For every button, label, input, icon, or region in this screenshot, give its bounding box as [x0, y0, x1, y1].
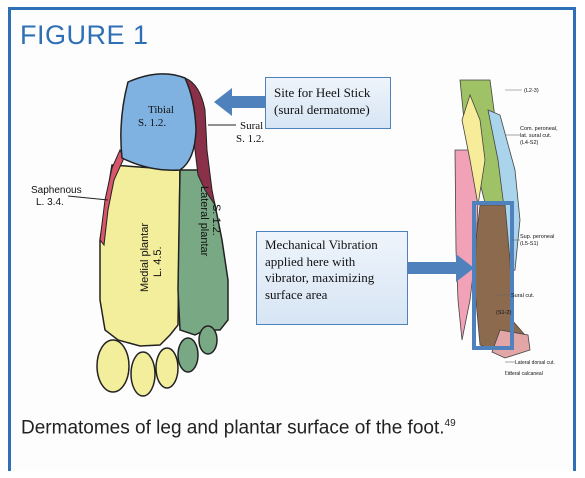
leg-label-sural-cut: Sural cut. [511, 293, 535, 299]
figure-caption: Dermatomes of leg and plantar surface of… [21, 412, 541, 440]
leg-label-top: (L2-3) [524, 88, 539, 94]
leg-label-com-peroneal: Com. peroneal, lat. sural cut. (L4-S2) [520, 126, 559, 146]
medial-plantar-label: Medial plantar [139, 223, 151, 292]
lateral-plantar-code: S. 1.2. [210, 204, 222, 236]
medial-plantar-code: L. 4.5. [152, 246, 164, 277]
leg-illustration [455, 80, 530, 372]
caption-text: Dermatomes of leg and plantar surface of… [21, 417, 445, 438]
caption-reference: 49 [445, 418, 456, 429]
leg-label-s1-2: (S1-2) [496, 310, 511, 316]
com-peroneal-line1: Com. peroneal, [520, 126, 558, 132]
leg-label-lateral-calcaneal: Lateral calcaneal [505, 371, 543, 377]
tibial-code: S. 1.2. [138, 117, 166, 129]
lateral-plantar-label: Lateral plantar [198, 186, 210, 257]
saphenous-leader [68, 196, 108, 200]
tibial-label: Tibial [148, 104, 174, 116]
leg-label-lateral-dorsal: Lateral dorsal cut. [515, 360, 555, 366]
saphenous-code: L. 3.4. [36, 197, 64, 208]
sural-label: Sural [240, 120, 263, 132]
vibration-callout: Mechanical Vibration applied here with v… [256, 231, 408, 325]
com-peroneal-line2: lat. sural cut. [520, 133, 552, 139]
leg-label-sup-peroneal: Sup. peroneal (L5-S1) [520, 234, 556, 247]
heel-stick-arrow [214, 88, 266, 116]
heel-stick-callout: Site for Heel Stick (sural dermatome) [265, 77, 391, 129]
saphenous-label: Saphenous [31, 185, 82, 196]
sural-code: S. 1.2. [236, 133, 264, 145]
com-peroneal-line3: (L4-S2) [520, 140, 539, 146]
